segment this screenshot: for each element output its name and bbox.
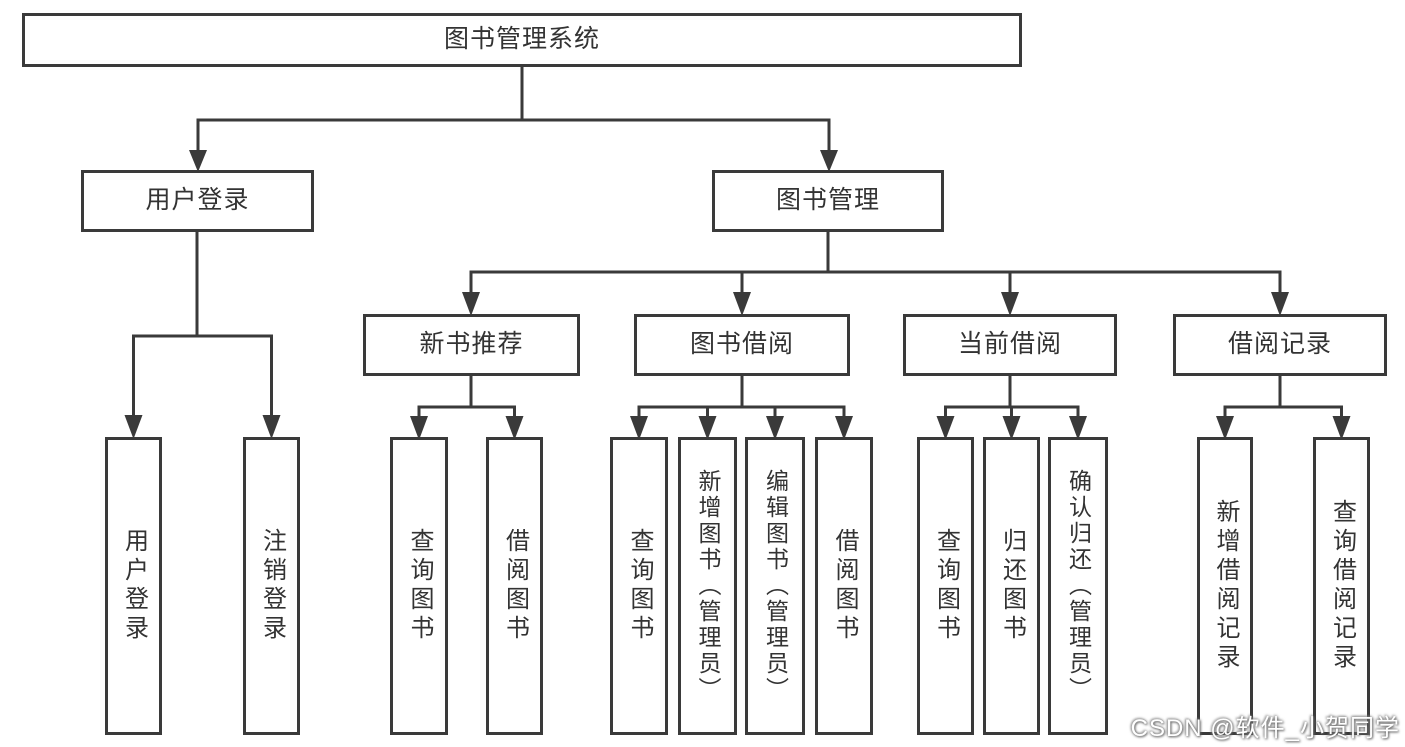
node-label: 用户登录 xyxy=(120,528,148,644)
node-label: 借阅图书 xyxy=(831,528,858,644)
node-new-book-recommend: 新书推荐 xyxy=(363,314,580,376)
node-label: 查询借阅记录 xyxy=(1328,499,1356,673)
node-label: 新书推荐 xyxy=(419,329,524,358)
leaf-logout: 注销登录 xyxy=(243,437,300,735)
leaf-return-books: 归还图书 xyxy=(983,437,1040,735)
node-user-login: 用户登录 xyxy=(81,170,314,232)
node-book-management: 图书管理 xyxy=(712,170,944,232)
leaf-user-login: 用户登录 xyxy=(105,437,162,735)
node-label: 查询图书 xyxy=(932,528,960,644)
leaf-confirm-return-admin: 确认归还（管理员） xyxy=(1048,437,1108,735)
node-label: 图书借阅 xyxy=(689,329,794,358)
node-label: 新增借阅记录 xyxy=(1212,499,1239,673)
node-label: 借阅图书 xyxy=(501,528,529,644)
node-current-borrowing: 当前借阅 xyxy=(903,314,1117,376)
leaf-query-borrow-record: 查询借阅记录 xyxy=(1313,437,1370,735)
node-label: 借阅记录 xyxy=(1227,329,1332,358)
node-label: 确认归还（管理员） xyxy=(1065,469,1092,703)
node-label: 新增图书（管理员） xyxy=(695,469,721,703)
node-label: 查询图书 xyxy=(626,528,653,644)
leaf-add-borrow-record: 新增借阅记录 xyxy=(1197,437,1253,735)
node-label: 归还图书 xyxy=(998,528,1026,644)
leaf-query-books-current: 查询图书 xyxy=(917,437,974,735)
leaf-borrow-books-borrowing: 借阅图书 xyxy=(815,437,873,735)
leaf-edit-books-admin: 编辑图书（管理员） xyxy=(745,437,805,735)
node-label: 图书管理 xyxy=(775,185,880,214)
node-label: 编辑图书（管理员） xyxy=(762,469,789,703)
node-borrowing-records: 借阅记录 xyxy=(1173,314,1387,376)
leaf-add-books-admin: 新增图书（管理员） xyxy=(678,437,737,735)
node-label: 查询图书 xyxy=(406,528,433,644)
node-label: 图书管理系统 xyxy=(443,24,600,53)
watermark: CSDN @软件_小贺同学 xyxy=(1130,715,1400,742)
leaf-borrow-books-recommend: 借阅图书 xyxy=(486,437,543,735)
leaf-query-books-recommend: 查询图书 xyxy=(390,437,448,735)
leaf-query-books-borrowing: 查询图书 xyxy=(610,437,668,735)
node-label: 当前借阅 xyxy=(957,329,1062,358)
node-library-management-system: 图书管理系统 xyxy=(22,13,1022,67)
node-label: 注销登录 xyxy=(258,528,286,644)
node-label: 用户登录 xyxy=(145,185,250,214)
node-book-borrowing: 图书借阅 xyxy=(634,314,850,376)
